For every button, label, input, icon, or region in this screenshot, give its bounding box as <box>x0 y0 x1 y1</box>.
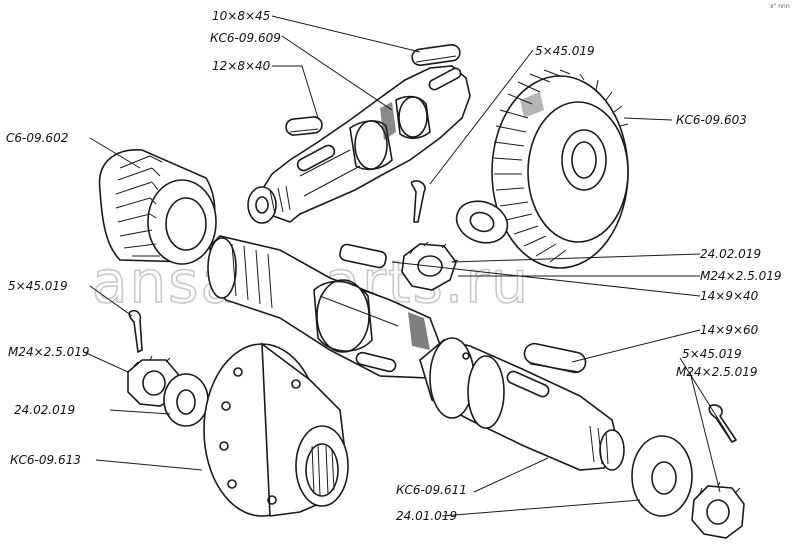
callout-washer-24-01: 24.01.019 <box>396 509 457 523</box>
upper-shaft <box>247 65 471 224</box>
castle-nut-lower-right <box>691 481 745 539</box>
callout-washer-24-02-left: 24.02.019 <box>14 403 75 417</box>
key-14x9x40 <box>339 243 387 269</box>
small-bevel-gear <box>98 149 217 265</box>
cotter-pin-top <box>410 180 426 223</box>
callout-nut-m24-lower-right: М24×2.5.019 <box>676 365 757 379</box>
flange-hub <box>203 342 349 517</box>
callout-labels: 10×8×45 КС6-09.609 12×8×40 5×45.019 КС6-… <box>6 9 781 523</box>
callout-c6-09-602: С6-09.602 <box>6 131 68 145</box>
key-12x8x40 <box>285 116 323 136</box>
lower-shaft <box>419 337 625 471</box>
leader-lines <box>83 15 731 517</box>
callout-pin-5x45-top: 5×45.019 <box>535 44 595 58</box>
corner-mark: x" nnn <box>770 3 790 10</box>
callout-kc6-09-611: КС6-09.611 <box>396 483 467 497</box>
washer-left <box>163 373 209 427</box>
castle-nut-upper <box>401 241 459 291</box>
large-bevel-gear <box>491 69 629 269</box>
washer-lower-right <box>631 435 693 517</box>
callout-kc6-09-603: КС6-09.603 <box>676 113 747 127</box>
callout-key-14x9x60: 14×9×60 <box>700 323 759 337</box>
cotter-pin-left <box>128 309 143 353</box>
callout-key-12x8x40: 12×8×40 <box>212 59 271 73</box>
spline-shaft <box>207 235 443 379</box>
key-14x9x60 <box>523 342 587 374</box>
callout-nut-m24-left: М24×2.5.019 <box>8 345 89 359</box>
key-10x8x45 <box>411 43 461 67</box>
callout-kc6-09-609: КС6-09.609 <box>210 31 281 45</box>
cotter-pin-lower-right <box>708 404 737 443</box>
callout-pin-5x45-lower-right: 5×45.019 <box>682 347 742 361</box>
washer-upper <box>455 200 509 244</box>
callout-washer-24-02-right: 24.02.019 <box>700 247 761 261</box>
callout-pin-5x45-left: 5×45.019 <box>8 279 68 293</box>
callout-nut-m24-right: М24×2.5.019 <box>700 269 781 283</box>
callout-kc6-09-613: КС6-09.613 <box>10 453 81 467</box>
callout-key-10x8x45: 10×8×45 <box>212 9 270 23</box>
callout-key-14x9x40: 14×9×40 <box>700 289 759 303</box>
